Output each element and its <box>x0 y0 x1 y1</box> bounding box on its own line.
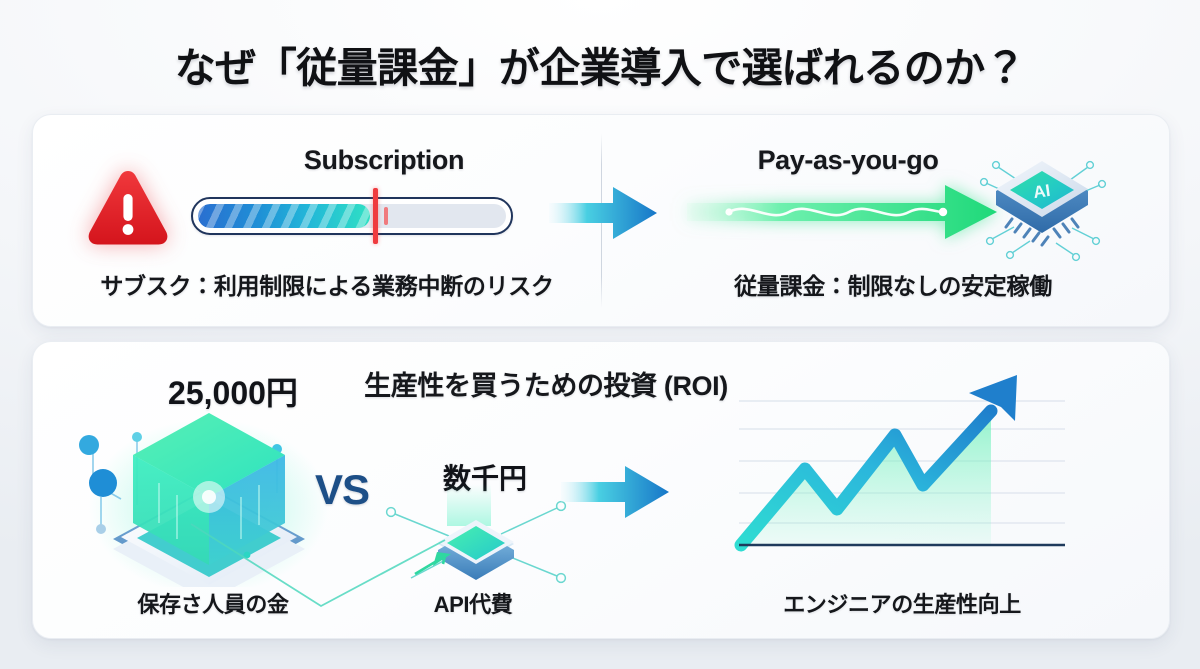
payg-caption: 従量課金：制限なしの安定稼働 <box>734 273 1052 299</box>
warning-triangle-icon <box>88 171 168 245</box>
subscription-caption: サブスク：利用制限による業務中断のリスク <box>100 273 554 299</box>
svg-text:AI: AI <box>1032 181 1051 202</box>
progress-secondary-marker <box>384 207 389 225</box>
cost-cube-icon <box>79 413 329 587</box>
usage-progress-bar <box>191 188 513 244</box>
green-flow-arrow-icon <box>687 185 997 239</box>
api-caption: API代費 <box>433 592 513 617</box>
roi-card: 生産性を買うための投資 (ROI) 25,000円 <box>32 341 1170 639</box>
cost-to-api-connector <box>190 523 446 608</box>
cost-caption: 保存さ人員の金 <box>137 592 289 617</box>
api-cube-icon <box>385 484 567 584</box>
growth-chart <box>734 375 1065 552</box>
subscription-heading: Subscription <box>303 145 465 175</box>
roi-heading: 生産性を買うための投資 (ROI) <box>364 371 728 401</box>
comparison-card: Subscription サブスク：利用制限による業務中断のリスク Pay <box>32 114 1170 327</box>
progress-limit-marker <box>372 188 378 244</box>
chart-caption: エンジニアの生産性向上 <box>783 592 1021 617</box>
ai-chip-icon: AI <box>979 160 1107 262</box>
page-title: なぜ「従量課金」が企業導入で選ばれるのか？ <box>174 45 1026 91</box>
progress-track <box>198 204 506 228</box>
arrow-right-icon <box>549 187 657 239</box>
progress-fill <box>198 204 371 228</box>
payg-heading: Pay-as-you-go <box>757 145 939 175</box>
arrow-right-icon <box>561 466 669 518</box>
vs-label: VS <box>315 466 370 513</box>
cost-value: 25,000円 <box>168 375 298 411</box>
